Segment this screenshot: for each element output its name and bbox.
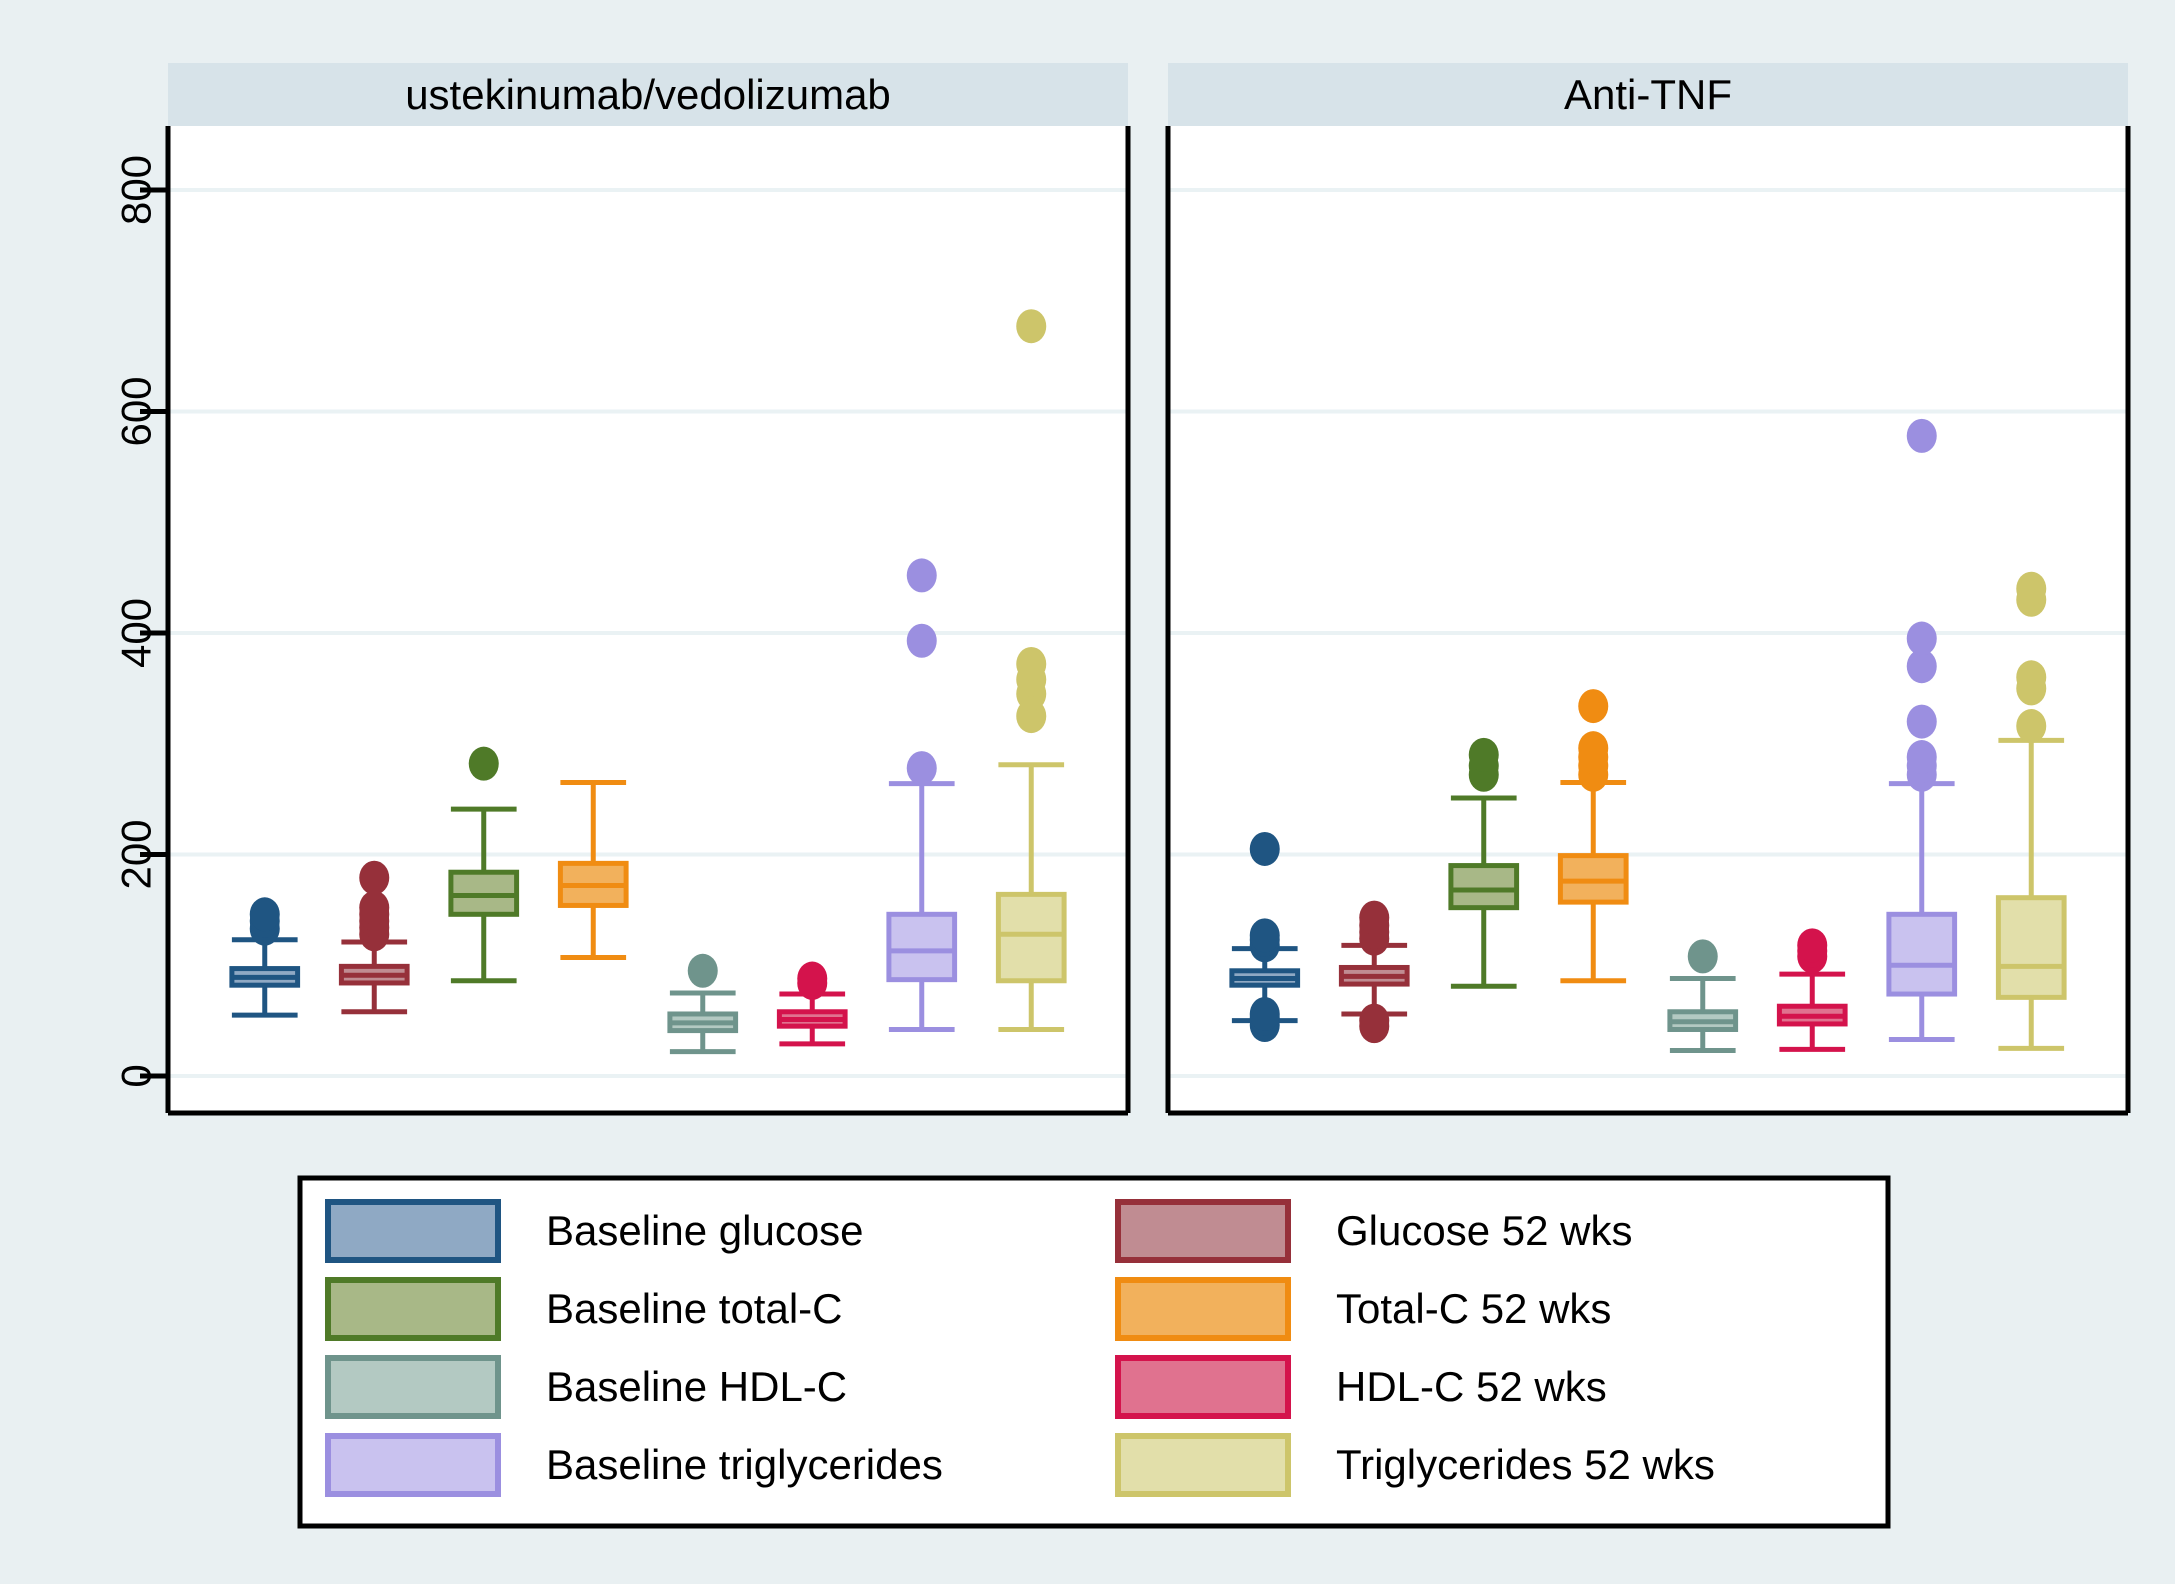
legend-swatch (325, 1199, 501, 1263)
legend-item-8[interactable]: Triglycerides 52 wks (1115, 1433, 1715, 1497)
box-1-6 (776, 961, 848, 1047)
legend-label: Glucose 52 wks (1336, 1207, 1632, 1254)
legend-swatch (325, 1277, 501, 1341)
outlier-5 (359, 860, 390, 895)
box-2-3 (1448, 737, 1520, 989)
box-1-8 (995, 309, 1067, 1032)
outlier-3 (1578, 731, 1609, 766)
outlier-1 (797, 961, 828, 996)
outlier-0 (687, 953, 718, 988)
panel-header-1 (168, 63, 1128, 126)
legend-label: Baseline total-C (546, 1285, 842, 1332)
legend-swatch (325, 1355, 501, 1419)
outlier-0 (468, 746, 499, 781)
box-1-5 (667, 953, 739, 1055)
outlier-5 (1359, 900, 1390, 935)
legend-item-3[interactable]: Baseline HDL-C (325, 1355, 847, 1419)
panel-title-2: Anti-TNF (1564, 71, 1732, 118)
legend-label: Total-C 52 wks (1336, 1285, 1611, 1332)
outlier-6 (1906, 418, 1937, 453)
box-2-2 (1338, 900, 1410, 1044)
outlier-2 (2016, 660, 2047, 695)
legend-item-7[interactable]: HDL-C 52 wks (1115, 1355, 1607, 1419)
box-2-5 (1667, 939, 1739, 1054)
box-1-7 (886, 558, 958, 1032)
legend-item-5[interactable]: Glucose 52 wks (1115, 1199, 1632, 1263)
legend-swatch (1115, 1433, 1291, 1497)
box-2-7 (1886, 418, 1958, 1042)
plot-area-1 (168, 126, 1128, 1113)
outlier-0 (906, 751, 937, 786)
box-rect (1995, 895, 2067, 1000)
y-tick-label-0: 0 (112, 1064, 159, 1087)
panel-title-1: ustekinumab/vedolizumab (405, 71, 891, 118)
outlier-4 (2016, 571, 2047, 606)
box-1-1 (229, 897, 301, 1018)
box-1-2 (338, 860, 410, 1015)
box-1-4 (557, 780, 629, 960)
legend-label: HDL-C 52 wks (1336, 1363, 1607, 1410)
outlier-4 (1906, 649, 1937, 684)
legend-swatch (1115, 1355, 1291, 1419)
box-2-6 (1776, 928, 1848, 1052)
y-tick-label-200: 200 (112, 819, 159, 889)
outlier-4 (1016, 309, 1047, 344)
box-rect (886, 911, 958, 983)
panel-2: Anti-TNF (1165, 63, 2131, 1116)
outlier-4 (1578, 689, 1609, 724)
panel-header-2 (1168, 63, 2128, 126)
legend-item-2[interactable]: Baseline total-C (325, 1277, 842, 1341)
outlier-5 (1249, 918, 1280, 953)
box-2-8 (1995, 571, 2067, 1051)
panels-group: ustekinumab/vedolizumab Anti-TNF (165, 63, 2131, 1116)
outlier-0 (1687, 939, 1718, 974)
legend-swatch (325, 1433, 501, 1497)
box-rect (995, 891, 1067, 984)
legend-item-4[interactable]: Baseline triglycerides (325, 1433, 943, 1497)
legend-label: Triglycerides 52 wks (1336, 1441, 1715, 1488)
legend-swatch (1115, 1277, 1291, 1341)
outlier-5 (1906, 621, 1937, 656)
outlier-2 (249, 897, 280, 932)
y-axis: 0 200 400 600 800 (112, 155, 168, 1088)
outlier-3 (1906, 704, 1937, 739)
y-tick-label-600: 600 (112, 376, 159, 446)
legend-item-1[interactable]: Baseline glucose (325, 1199, 864, 1263)
outlier-2 (906, 558, 937, 593)
outlier-3 (1016, 647, 1047, 682)
outlier-2 (1249, 996, 1280, 1031)
plot-area-2 (1168, 126, 2128, 1113)
outlier-4 (359, 890, 390, 925)
legend-item-6[interactable]: Total-C 52 wks (1115, 1277, 1611, 1341)
legend-label: Baseline HDL-C (546, 1363, 847, 1410)
y-tick-label-800: 800 (112, 155, 159, 225)
outlier-2 (1468, 737, 1499, 772)
outlier-0 (2016, 709, 2047, 744)
outlier-2 (1797, 928, 1828, 963)
box-1-3 (448, 746, 520, 984)
box-2-4 (1557, 689, 1629, 984)
y-tick-label-400: 400 (112, 598, 159, 668)
outlier-6 (1249, 831, 1280, 866)
box-rect (1886, 911, 1958, 997)
panel-1: ustekinumab/vedolizumab (165, 63, 1131, 1116)
outlier-2 (1906, 740, 1937, 775)
outlier-1 (906, 623, 937, 658)
legend-box (297, 1175, 1891, 1529)
box-2-1 (1229, 831, 1301, 1043)
legend-label: Baseline glucose (546, 1207, 864, 1254)
outlier-1 (1359, 1003, 1390, 1038)
legend-swatch (1115, 1199, 1291, 1263)
box-rect (1448, 863, 1520, 911)
legend-label: Baseline triglycerides (546, 1441, 943, 1488)
